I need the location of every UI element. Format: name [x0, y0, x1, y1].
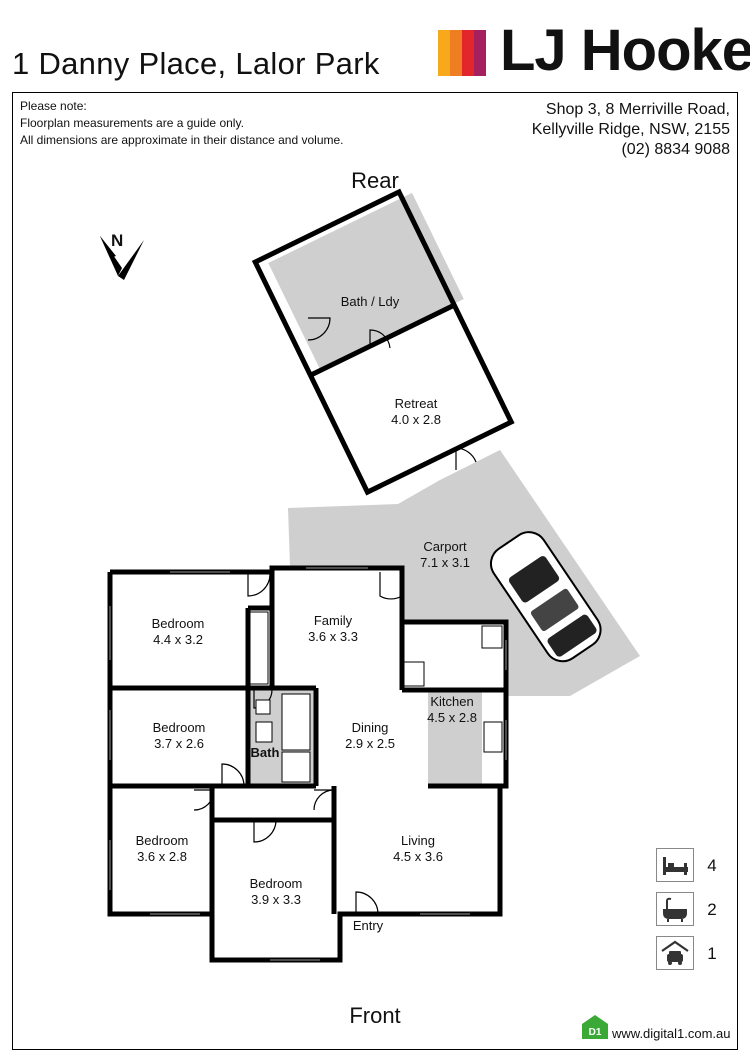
house-walls	[107, 565, 509, 963]
bedroom1-size: 4.4 x 3.2	[153, 632, 203, 647]
carport-area	[288, 450, 640, 696]
property-address: 1 Danny Place, Lalor Park	[12, 46, 380, 81]
stat-bedrooms-box	[656, 848, 694, 882]
stove-icon	[481, 625, 503, 649]
north-label: N	[111, 231, 123, 250]
bathtub-icon	[663, 897, 687, 922]
dining-label: Dining	[352, 720, 389, 735]
lj-hooker-logo	[438, 30, 486, 76]
brand-name: LJ Hooker	[500, 18, 750, 83]
carport-size: 7.1 x 3.1	[420, 555, 470, 570]
kitchen-label: Kitchen	[430, 694, 473, 709]
bath-label: Bath	[251, 745, 280, 760]
windows	[109, 567, 507, 961]
car-icon	[489, 531, 602, 663]
logo-stripe-4	[474, 30, 486, 76]
living-label: Living	[401, 833, 435, 848]
bed-icon	[663, 857, 688, 875]
bathldy-label: Bath / Ldy	[341, 294, 400, 309]
disclaimer-heading: Please note:	[20, 99, 87, 113]
toilet-icon	[255, 699, 271, 715]
rear-label: Rear	[351, 168, 399, 193]
shower-fixture	[281, 751, 311, 783]
entry-label: Entry	[353, 918, 384, 933]
bedroom4-label: Bedroom	[250, 876, 303, 891]
living-size: 4.5 x 3.6	[393, 849, 443, 864]
bedroom4-size: 3.9 x 3.3	[251, 892, 301, 907]
office-line-1: Shop 3, 8 Merriville Road,	[545, 101, 730, 118]
front-label: Front	[349, 1003, 401, 1028]
office-line-2: Kellyville Ridge, NSW, 2155	[531, 121, 730, 138]
logo-stripe-2	[450, 30, 462, 76]
bedroom3-label: Bedroom	[136, 833, 189, 848]
disclaimer-line-1: Floorplan measurements are a guide only.	[20, 116, 244, 130]
basin-icon	[255, 721, 273, 743]
website-link[interactable]: www.digital1.com.au	[612, 1026, 731, 1041]
carport-label: Carport	[423, 539, 467, 554]
kitchen-size: 4.5 x 2.8	[427, 710, 477, 725]
kitchen-floor	[428, 690, 482, 786]
stat-bedrooms-value: 4	[707, 856, 717, 875]
bedroom1-label: Bedroom	[152, 616, 205, 631]
sink-icon	[483, 721, 503, 753]
garage-car-icon	[661, 940, 689, 965]
bathtub-fixture	[281, 693, 311, 751]
wardrobe-icon	[249, 611, 269, 685]
d1-badge-text: D1	[589, 1027, 602, 1038]
plan-frame	[12, 92, 738, 1050]
family-size: 3.6 x 3.3	[308, 629, 358, 644]
office-phone: (02) 8834 9088	[621, 141, 730, 158]
north-arrow-icon: N	[100, 231, 144, 280]
logo-stripe-1	[438, 30, 450, 76]
stat-parking-value: 1	[707, 944, 717, 963]
doors	[193, 317, 477, 915]
family-label: Family	[314, 613, 353, 628]
fridge-icon	[403, 661, 425, 687]
disclaimer-line-2: All dimensions are approximate in their …	[20, 133, 344, 147]
fixtures	[249, 611, 503, 783]
dining-size: 2.9 x 2.5	[345, 736, 395, 751]
retreat-size: 4.0 x 2.8	[391, 412, 441, 427]
bathldy-floor	[268, 192, 464, 370]
bedroom3-size: 3.6 x 2.8	[137, 849, 187, 864]
bedroom2-label: Bedroom	[153, 720, 206, 735]
retreat-label: Retreat	[395, 396, 438, 411]
stat-bathrooms-value: 2	[707, 900, 717, 919]
digital1-logo-icon: D1	[582, 1015, 608, 1039]
stat-parking-box	[656, 936, 694, 970]
stat-bathrooms-box	[656, 892, 694, 926]
logo-stripe-3	[462, 30, 474, 76]
disclaimer: Please note: Floorplan measurements are …	[20, 98, 344, 149]
office-address: Shop 3, 8 Merriville Road, Kellyville Ri…	[532, 100, 730, 160]
bedroom2-size: 3.7 x 2.6	[154, 736, 204, 751]
rear-building	[251, 188, 515, 496]
